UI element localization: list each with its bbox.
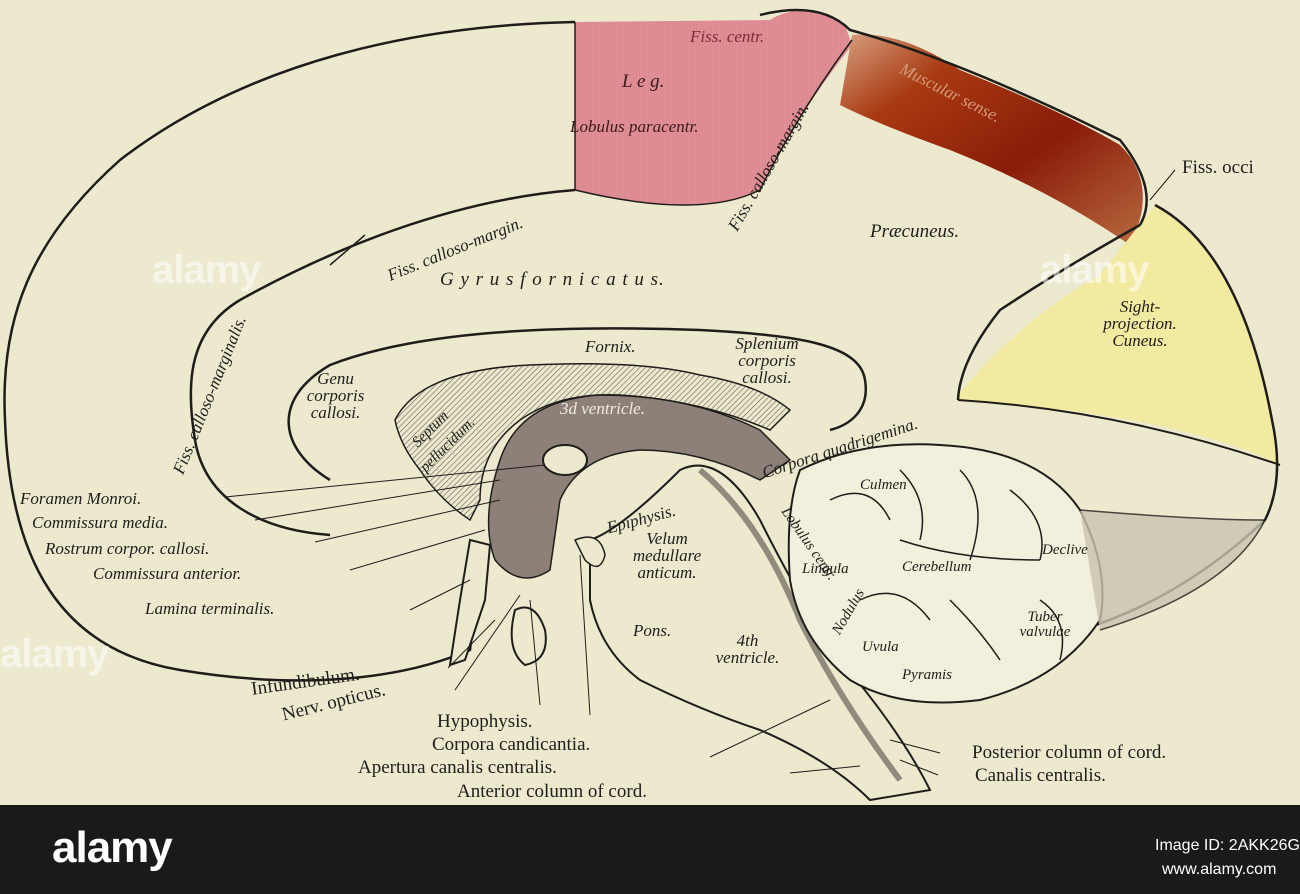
label-culmen: Culmen [860, 477, 907, 493]
label-splenium-line2: corporis [738, 351, 796, 370]
footer-bar: alamy Image ID: 2AKK26G www.alamy.com [0, 805, 1300, 894]
site-url: www.alamy.com [1162, 861, 1277, 878]
label-fourth-ventricle: 4th ventricle. [700, 632, 795, 666]
label-pyramis: Pyramis [902, 667, 952, 683]
label-sight-projection: Sight- projection. Cuneus. [1085, 298, 1195, 349]
label-posterior-column: Posterior column of cord. [972, 742, 1167, 763]
label-splenium-line1: Splenium [735, 334, 799, 353]
label-fourth-ventricle-line1: 4th [736, 631, 759, 650]
label-velum-line1: Velum [646, 529, 688, 548]
label-uvula: Uvula [862, 639, 899, 655]
muscular-sense-area [840, 34, 1143, 245]
cerebellum [787, 443, 1104, 704]
label-anterior-column: Anterior column of cord. [457, 781, 647, 802]
label-gyrus-fornicatus: G y r u s f o r n i c a t u s. [440, 269, 665, 290]
label-fiss-occip: Fiss. occi [1182, 157, 1254, 178]
label-genu-line2: corporis [306, 386, 365, 405]
label-apertura-canalis: Apertura canalis centralis. [358, 757, 557, 778]
label-tuber-valvulae: Tuber valvulae [1000, 610, 1090, 640]
watermark: alamy [0, 632, 109, 676]
label-genu-line1: Genu [317, 369, 354, 388]
label-hypophysis: Hypophysis. [437, 711, 533, 732]
alamy-logo: alamy [52, 823, 173, 872]
label-fiss-centr: Fiss. centr. [690, 27, 765, 46]
label-declive: Declive [1042, 542, 1088, 558]
label-cuneus: Cuneus. [1112, 331, 1168, 350]
fissure-line [189, 188, 576, 537]
sight-area [958, 205, 1280, 465]
label-rostrum: Rostrum corpor. callosi. [45, 539, 210, 558]
label-canalis-centralis: Canalis centralis. [975, 765, 1106, 786]
brain-diagram-svg [3, 8, 1281, 802]
label-velum-line3: anticum. [637, 563, 697, 582]
watermark: alamy [1040, 248, 1149, 292]
label-tuber-line2: valvulae [1019, 624, 1071, 640]
label-third-ventricle: 3d ventricle. [560, 399, 645, 418]
label-commissura-anterior: Commissura anterior. [93, 564, 242, 583]
label-fornix: Fornix. [585, 337, 636, 356]
label-lamina-terminalis: Lamina terminalis. [145, 599, 275, 618]
label-splenium: Splenium corporis callosi. [712, 335, 822, 386]
label-commissura-media: Commissura media. [32, 513, 169, 532]
label-foramen-monroi: Foramen Monroi. [20, 489, 142, 508]
watermark: alamy [152, 248, 261, 292]
label-genu-line3: callosi. [310, 403, 361, 422]
label-pons: Pons. [633, 621, 672, 640]
image-id: Image ID: 2AKK26G [1155, 837, 1300, 854]
label-lingula: Lingula [802, 561, 849, 577]
label-splenium-line3: callosi. [742, 368, 792, 387]
label-projection: projection. [1103, 314, 1177, 333]
brainstem [589, 464, 932, 802]
label-lobulus-paracentr: Lobulus paracentr. [570, 117, 699, 136]
brain-sagittal-illustration: Fiss. centr. L e g. Lobulus paracentr. M… [0, 0, 1300, 805]
label-cerebellum: Cerebellum [902, 559, 972, 575]
label-fourth-ventricle-line2: ventricle. [715, 648, 780, 667]
label-velum-line2: medullare [632, 546, 702, 565]
label-genu: Genu corporis callosi. [298, 370, 373, 421]
third-ventricle [487, 394, 792, 579]
label-sight: Sight- [1119, 297, 1161, 316]
label-leg: L e g. [622, 71, 665, 92]
label-velum: Velum medullare anticum. [612, 530, 722, 581]
label-tuber-line1: Tuber [1027, 609, 1063, 625]
label-corpora-candicantia: Corpora candicantia. [432, 734, 591, 755]
label-praecuneus: Præcuneus. [870, 221, 960, 242]
